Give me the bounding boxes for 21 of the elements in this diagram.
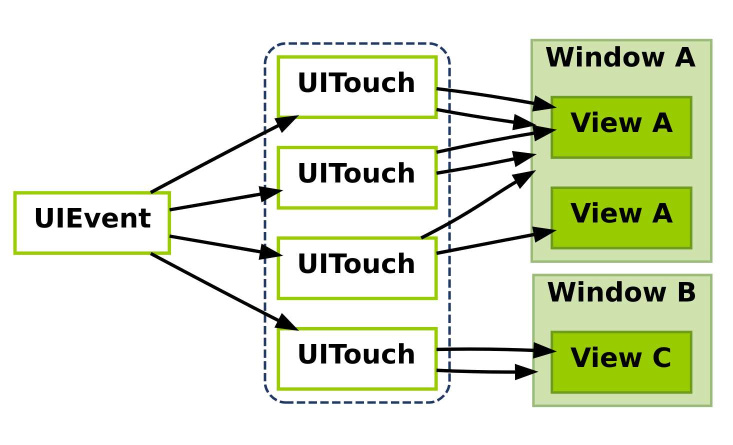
node-box: UITouch xyxy=(276,236,438,300)
arrow xyxy=(436,226,557,254)
node-box: UITouch xyxy=(276,54,438,118)
node-box: UITouch xyxy=(276,145,438,210)
arrow xyxy=(150,114,300,194)
arrow xyxy=(436,150,537,174)
node-box: UITouch xyxy=(276,326,438,390)
node-box: View A xyxy=(550,186,692,249)
arrow xyxy=(169,186,284,212)
node-box: UIEvent xyxy=(13,190,172,254)
arrow xyxy=(169,234,284,260)
arrow xyxy=(150,252,300,330)
node-box: View A xyxy=(550,95,692,158)
arrow xyxy=(420,170,536,240)
node-box: View C xyxy=(550,330,692,394)
arrow xyxy=(436,86,557,111)
arrow xyxy=(436,107,537,130)
arrow xyxy=(436,124,557,154)
arrow xyxy=(436,363,539,380)
cluster xyxy=(264,42,451,404)
arrow xyxy=(436,342,557,358)
